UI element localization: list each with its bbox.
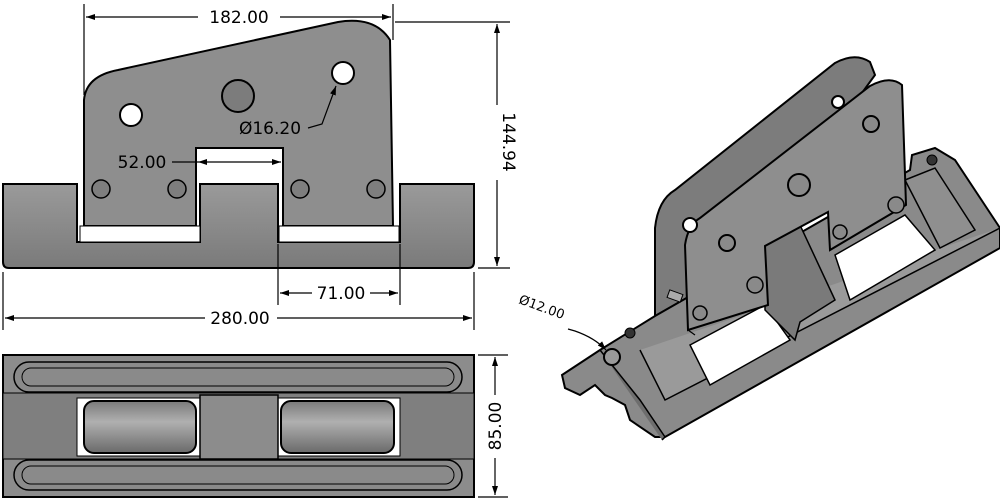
pivot-hole: [221, 79, 255, 113]
dim-pin-diameter: Ø12.00: [517, 293, 567, 323]
hole-left: [119, 103, 143, 127]
bolt-1: [91, 179, 111, 199]
dim-overall-length: 280.00: [210, 309, 269, 329]
bolt-3: [290, 179, 310, 199]
iso-opening-left: [689, 304, 792, 387]
dim-notch-width: 52.00: [118, 153, 167, 173]
slot-upper: [13, 361, 463, 393]
slot-lower: [13, 459, 463, 491]
bolt-2: [167, 179, 187, 199]
iso-front-plate: [683, 79, 908, 332]
iso-pin-hole: [603, 348, 621, 366]
hole-right: [331, 61, 355, 85]
dim-plate-width: 182.00: [209, 8, 268, 28]
bolt-4: [366, 179, 386, 199]
dim-slot-width: 71.00: [317, 284, 366, 304]
base-rail: [2, 183, 475, 269]
isometric-view: Ø12.00: [517, 56, 1000, 441]
iso-opening-right: [834, 214, 937, 302]
dim-top-hole-diameter: Ø16.20: [239, 119, 301, 139]
front-view: 182.00 144.94 52.00 Ø16.20 71.00 280.00: [2, 4, 518, 330]
dim-top-width: 85.00: [486, 402, 506, 451]
gap-right: [278, 225, 400, 243]
gap-left: [79, 225, 201, 243]
top-view: 85.00: [2, 354, 508, 498]
dim-overall-height: 144.94: [498, 112, 518, 171]
roller-right: [280, 400, 395, 454]
roller-left: [83, 400, 197, 454]
